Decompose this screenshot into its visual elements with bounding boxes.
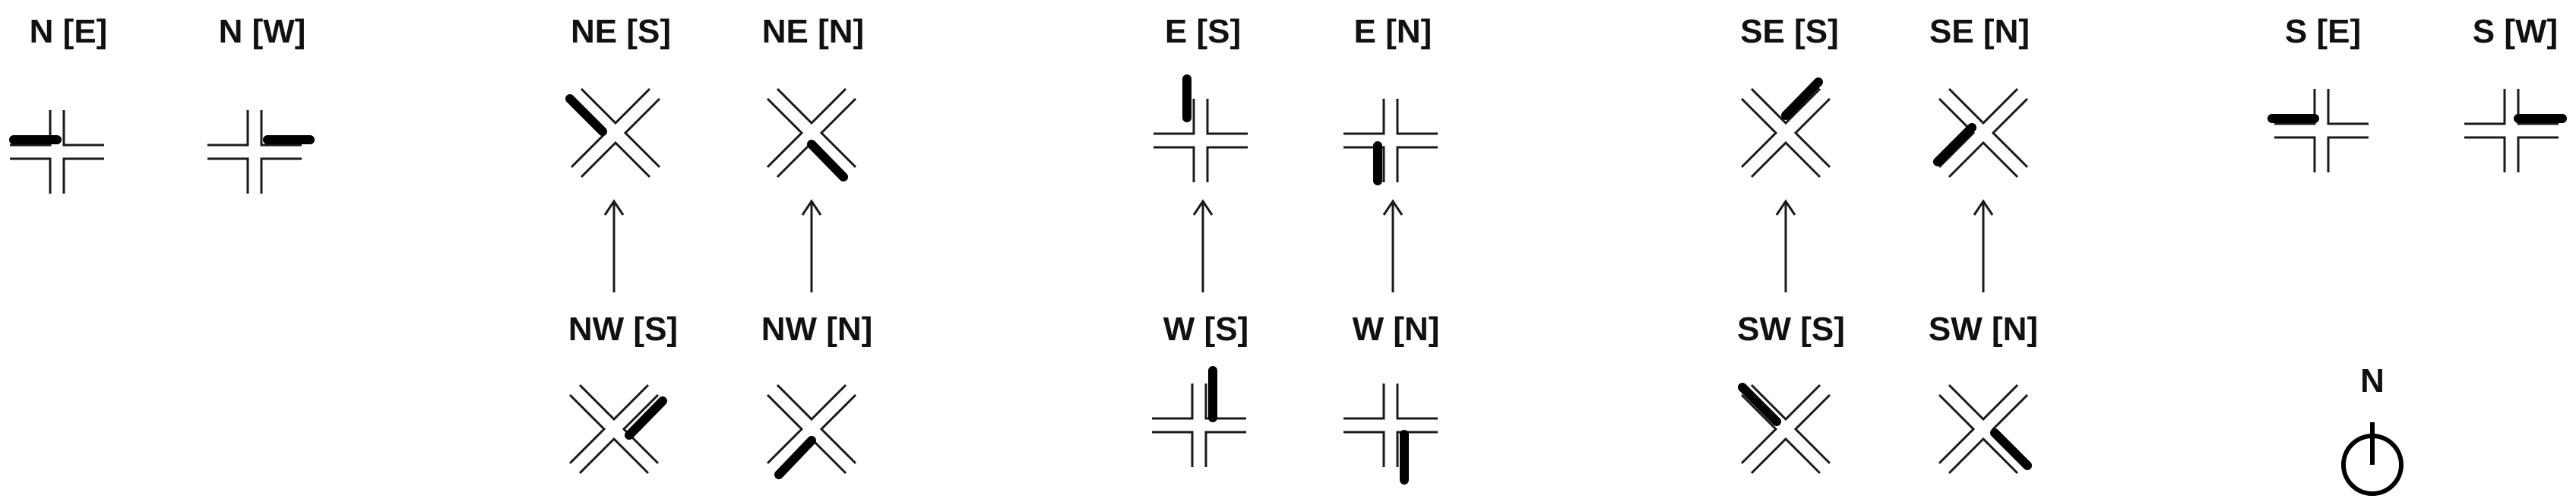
arrow-w-n-to-e-n [1382, 199, 1404, 292]
highlight-bar [807, 140, 848, 182]
label-nw-n: NW [N] [761, 311, 873, 348]
label-n-w: N [W] [219, 13, 306, 50]
label-se-s: SE [S] [1740, 13, 1839, 50]
highlight-bar [1933, 123, 1976, 166]
crossing-sw-n: SW [N] [1929, 311, 2038, 475]
arrow-sw-n-to-se-n [1973, 199, 1994, 292]
compass: N [2341, 362, 2404, 496]
junction-plus-n-w [207, 110, 302, 194]
compass-icon [2341, 422, 2404, 496]
label-n-e: N [E] [30, 13, 108, 50]
label-w-s: W [S] [1163, 311, 1248, 348]
crossing-n-w: N [W] [207, 13, 315, 194]
arrow-sw-s-to-se-s [1775, 199, 1796, 292]
crossing-s-w: S [W] [2464, 13, 2567, 172]
highlight-bar [774, 436, 816, 479]
highlight-bar [565, 94, 607, 136]
junction-x-se-n [1938, 87, 2029, 178]
crossing-e-n: E [N] [1343, 13, 1438, 185]
crossing-se-s: SE [S] [1740, 13, 1839, 178]
junction-plus-w-n [1343, 384, 1438, 467]
crossing-s-e: S [E] [2267, 13, 2369, 172]
junction-x-nw-n [766, 384, 857, 475]
junction-x-nw-s [568, 384, 660, 475]
junction-plus-e-n [1343, 99, 1438, 182]
crossing-ne-s: NE [S] [565, 13, 671, 178]
label-e-s: E [S] [1165, 13, 1241, 50]
label-nw-s: NW [S] [568, 311, 678, 348]
junction-plus-e-s [1154, 99, 1248, 182]
crossing-e-s: E [S] [1154, 13, 1248, 182]
label-sw-n: SW [N] [1929, 311, 2038, 348]
label-w-n: W [N] [1353, 311, 1440, 348]
label-s-w: S [W] [2473, 13, 2558, 50]
highlight-bar [1781, 77, 1823, 120]
crossing-se-n: SE [N] [1929, 13, 2030, 178]
crossing-sw-s: SW [S] [1737, 311, 1845, 475]
junction-plus-s-w [2464, 89, 2559, 172]
junction-x-sw-n [1938, 384, 2029, 475]
highlight-bar [625, 396, 667, 440]
junction-plus-w-s [1152, 384, 1246, 467]
junction-x-se-s [1740, 87, 1831, 178]
crossing-nw-s: NW [S] [568, 311, 678, 475]
highlight-bar [1990, 428, 2032, 470]
label-ne-s: NE [S] [571, 13, 671, 50]
junction-x-sw-s [1740, 384, 1831, 475]
highlight-bar [1738, 383, 1781, 426]
compass-label: N [2360, 362, 2385, 399]
label-se-n: SE [N] [1929, 13, 2030, 50]
junction-plus-s-e [2274, 89, 2369, 172]
arrow-nw-s-to-ne-s [603, 199, 625, 292]
label-sw-s: SW [S] [1737, 311, 1845, 348]
crossing-n-e: N [E] [9, 13, 108, 194]
crossing-nw-n: NW [N] [761, 311, 873, 479]
junction-x-ne-n [766, 87, 857, 178]
crossing-ne-n: NE [N] [762, 13, 864, 182]
crossing-w-s: W [S] [1152, 311, 1248, 467]
arrow-nw-n-to-ne-n [801, 199, 822, 292]
label-ne-n: NE [N] [762, 13, 864, 50]
label-s-e: S [E] [2285, 13, 2361, 50]
crossing-w-n: W [N] [1343, 311, 1440, 485]
junction-x-ne-s [570, 87, 661, 178]
junction-plus-n-e [10, 110, 104, 194]
arrow-w-s-to-e-s [1192, 199, 1214, 292]
label-e-n: E [N] [1354, 13, 1432, 50]
